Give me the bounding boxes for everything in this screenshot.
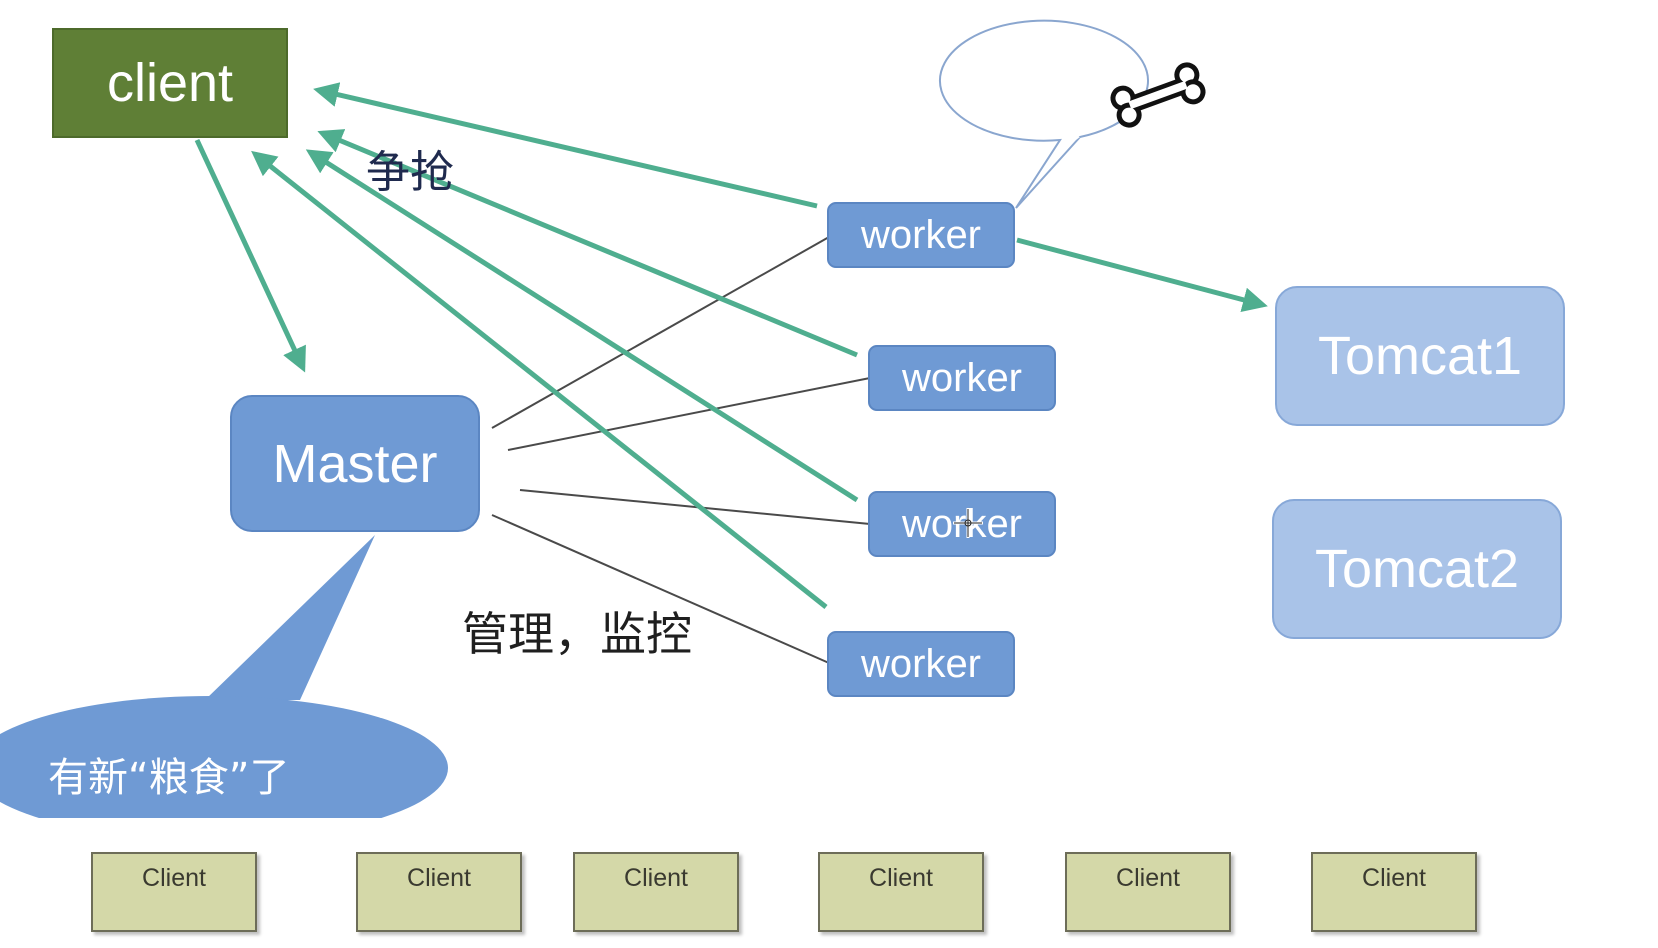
bottom-client-label: Client (407, 864, 471, 892)
mgmt-line-worker3 (519, 489, 871, 525)
master-node: Master (230, 395, 480, 532)
compete-annotation: 争抢 (366, 147, 454, 198)
worker-label: worker (901, 355, 1023, 400)
bottom-client-box: Client (356, 852, 522, 932)
bottom-client-label: Client (1116, 864, 1180, 892)
arrow-worker1-to-client (313, 82, 818, 209)
bottom-client-label: Client (869, 864, 933, 892)
arrow-worker3-to-client (305, 149, 859, 503)
mgmt-line-worker4 (491, 514, 830, 664)
arrow-client-to-master (194, 138, 306, 373)
new-food-speech-bubble (0, 535, 460, 858)
bottom-client-label: Client (624, 864, 688, 892)
tomcat-label: Tomcat1 (1317, 326, 1523, 386)
client-node-label: client (106, 53, 234, 113)
teal-arrows (194, 82, 1268, 609)
bottom-client-box: Client (1065, 852, 1231, 932)
crosshair-cursor-icon (953, 508, 983, 538)
tomcat1-node: Tomcat1 (1275, 286, 1565, 426)
arrow-worker1-to-tomcat1 (1016, 237, 1268, 312)
mgmt-line-worker2 (507, 377, 871, 451)
tomcat2-node: Tomcat2 (1272, 499, 1562, 639)
arrow-worker2-to-client (317, 129, 858, 358)
management-lines (491, 236, 871, 664)
worker-label: worker (860, 212, 982, 257)
bottom-client-box: Client (818, 852, 984, 932)
new-food-annotation: 有新“粮食”了 (48, 755, 290, 801)
bottom-client-box: Client (573, 852, 739, 932)
manage-monitor-annotation: 管理，监控 (462, 607, 692, 661)
bottom-client-box: Client (1311, 852, 1477, 932)
worker-node-1: worker (827, 202, 1015, 268)
arrow-worker4-to-client (251, 150, 828, 609)
worker-node-3: worker (868, 491, 1056, 557)
worker-node-4: worker (827, 631, 1015, 697)
bottom-client-label: Client (142, 864, 206, 892)
bottom-client-box: Client (91, 852, 257, 932)
master-node-label: Master (272, 433, 438, 494)
worker-node-2: worker (868, 345, 1056, 411)
tomcat-label: Tomcat2 (1314, 539, 1520, 599)
client-node: client (52, 28, 288, 138)
mgmt-line-worker1 (491, 236, 830, 429)
bone-icon (1110, 62, 1206, 128)
worker-label: worker (860, 641, 982, 686)
bottom-client-label: Client (1362, 864, 1426, 892)
